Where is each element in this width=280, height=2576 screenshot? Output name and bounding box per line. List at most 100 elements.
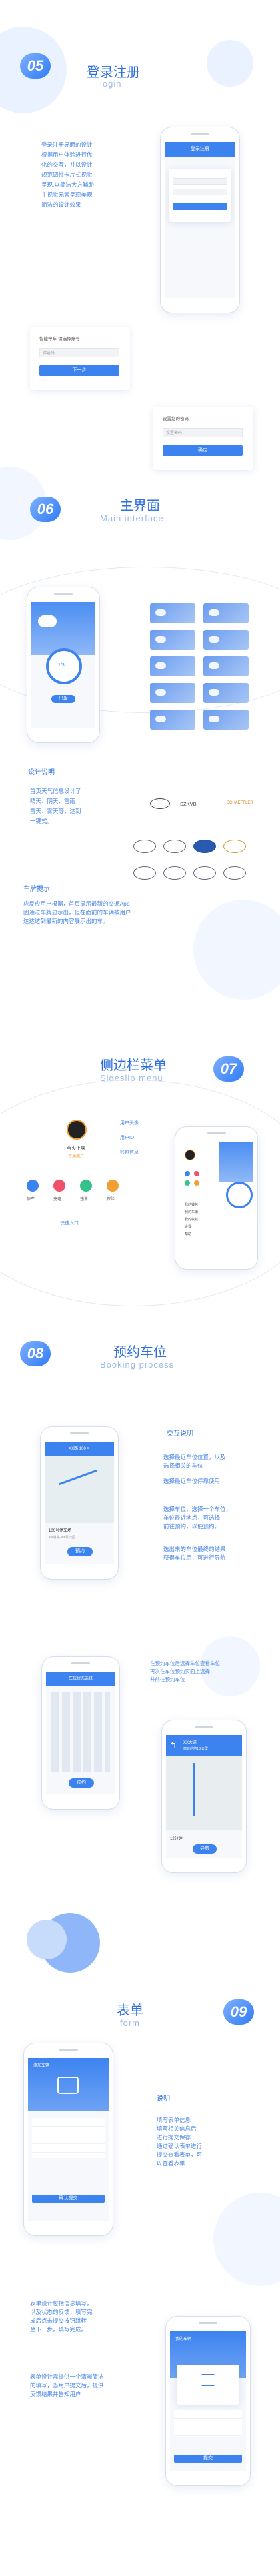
- card2-title: 设置您的密码: [163, 417, 189, 421]
- quick-icon: [80, 1180, 92, 1192]
- section-title-login: 登录注册: [87, 65, 140, 80]
- brand-logo: [223, 840, 246, 853]
- interact-bullet-2: 选择最近车位停靠使用: [163, 1478, 221, 1484]
- phone-booking-nav: ↰ XX大道 离目的地1.2公里 12分钟 导航: [161, 1720, 247, 1873]
- vehicle-icon: [201, 2374, 215, 2386]
- vehicle-submit-button[interactable]: 提交: [174, 2455, 242, 2463]
- code-input[interactable]: [173, 189, 227, 195]
- login-topbar: 登录注册: [165, 142, 235, 157]
- depart-button[interactable]: 出发: [51, 695, 75, 703]
- book-button[interactable]: 预约: [67, 1547, 93, 1556]
- weather-tile: [150, 683, 195, 703]
- section-title-form: 表单: [117, 2003, 143, 2018]
- cloud-icon: [38, 615, 57, 627]
- next-step-button[interactable]: 下一步: [39, 365, 119, 376]
- booking-note: 在预约车位后选择车位查看车位再次在车位预约页面上选择并前往预约车位: [150, 1660, 220, 1682]
- form-fields[interactable]: [32, 2118, 105, 2158]
- bg-blob: [193, 900, 280, 1000]
- interact-title: 交互说明: [167, 1430, 193, 1438]
- navigate-button[interactable]: 导航: [193, 1844, 217, 1854]
- side-icon: [185, 1171, 190, 1176]
- phone-side-menu: 我的钱包 我的车辆 我的收藏 设置 帮助: [175, 1126, 258, 1270]
- quick-icon: [27, 1180, 39, 1192]
- brand-logo: [223, 866, 246, 880]
- set-password-label: 设置密码: [166, 431, 183, 435]
- section-subtitle-main: Main interface: [100, 513, 164, 523]
- gauge-status: 1/3: [58, 663, 65, 668]
- verify-code-label: 验证码: [43, 351, 55, 355]
- login-next-button[interactable]: [173, 203, 227, 210]
- side-list-item[interactable]: 设置: [185, 1225, 192, 1229]
- brand-text: SZKVB: [180, 801, 197, 807]
- side-list-item[interactable]: 我的车辆: [185, 1210, 199, 1214]
- brand-logo: [133, 840, 156, 853]
- section-title-side: 侧边栏菜单: [100, 1058, 167, 1073]
- grid-topbar: 车位状态选择: [46, 1672, 115, 1686]
- side-avatar: [185, 1150, 195, 1160]
- hyundai-logo: [150, 798, 170, 809]
- phone-booking-grid: 车位状态选择 预约: [41, 1656, 120, 1810]
- decor-curve: [0, 567, 280, 713]
- phone-booking-map: XX路 100号 100号停车场 XX道路·XX号公园 预约: [40, 1426, 119, 1580]
- design-description: 首页天气信息设计了晴天、阴天、雷雨 雪天、雾天等，达到一键式。: [30, 788, 81, 824]
- phone-login: 登录注册: [160, 127, 240, 313]
- side-icon: [194, 1180, 199, 1186]
- gauge-ring: [46, 648, 82, 684]
- quick-icon: [107, 1180, 119, 1192]
- side-icon: [194, 1171, 199, 1176]
- phone-main: 1/3 出发: [27, 587, 100, 743]
- phone-input[interactable]: [173, 178, 227, 185]
- bg-blob: [207, 40, 253, 87]
- brand-logo: [193, 866, 216, 880]
- side-list-item[interactable]: 我的钱包: [185, 1203, 199, 1207]
- nav-time: 12分钟: [170, 1837, 183, 1841]
- section-subtitle-booking: Booking process: [100, 1360, 175, 1370]
- quick-label: 保险: [107, 1198, 115, 1202]
- grid-confirm-button[interactable]: 预约: [69, 1778, 94, 1788]
- card-title: 智能停车·请选择账号: [39, 337, 80, 341]
- user-subtitle: 普通用户: [68, 1155, 85, 1159]
- interact-bullet-1: 选择最近车位位置，以及选择相关的车位: [163, 1454, 226, 1469]
- nav-route: [193, 1763, 195, 1816]
- form-desc-title: 说明: [157, 2095, 170, 2103]
- side-list-item[interactable]: 我的收藏: [185, 1218, 199, 1222]
- side-list: 我的钱包 我的车辆 我的收藏 设置 帮助: [185, 1202, 198, 1238]
- form-left-description: 表单设计包括信息填写，以及状态的反馈，填写完 成后点击提交按钮跳转至下一步，填写…: [30, 2300, 93, 2333]
- parking-grid[interactable]: [51, 1692, 110, 1772]
- booking-address: 100号停车场: [49, 1529, 72, 1533]
- nav-header: ↰ XX大道 离目的地1.2公里: [166, 1735, 242, 1756]
- quick-label: 充电: [53, 1198, 62, 1202]
- side-list-item[interactable]: 帮助: [185, 1232, 192, 1236]
- booking-search-bar[interactable]: XX路 100号: [45, 1442, 114, 1456]
- form-submit-button[interactable]: 确认提交: [32, 2195, 105, 2203]
- verify-code-field[interactable]: 验证码: [39, 348, 119, 357]
- confirm-password-button[interactable]: 确定: [163, 445, 243, 456]
- side-icon: [185, 1180, 190, 1186]
- map-view: [45, 1456, 114, 1523]
- brand-logo: [163, 866, 186, 880]
- vehicle-card: [177, 2365, 239, 2405]
- weather-tile: [150, 656, 195, 676]
- phone-form-add: 添加车辆 确认提交: [23, 2043, 113, 2236]
- form-left-description-2: 表单设计需提供一个清晰简洁的填写，当用户提交后，提供反馈结果并告知用户: [30, 2373, 104, 2397]
- brand-logo: [163, 840, 186, 853]
- avatar: [67, 1120, 87, 1140]
- quick-label: 停车: [27, 1198, 35, 1202]
- side-weather: [219, 1142, 253, 1182]
- brand-logo: [193, 840, 216, 853]
- section-subtitle-login: login: [100, 79, 122, 89]
- brand-text: SCHAEFFLER: [227, 801, 253, 805]
- menu-annotation-wallet: 钱包信息: [120, 1150, 139, 1155]
- weather-header: [31, 602, 95, 655]
- form-header-title: 添加车辆: [33, 2064, 50, 2068]
- nav-map: [166, 1756, 242, 1830]
- vehicle-fields[interactable]: [174, 2410, 242, 2437]
- bg-blob: [200, 1636, 260, 1696]
- menu-annotation-avatar: 用户头像: [120, 1121, 139, 1126]
- booking-map-info: XX道路·XX号公园: [49, 1536, 76, 1540]
- weather-tile: [150, 710, 195, 730]
- turn-left-icon: ↰: [170, 1740, 177, 1750]
- weather-tile: [203, 683, 249, 703]
- weather-tile: [203, 603, 249, 623]
- set-password-field[interactable]: 设置密码: [163, 428, 243, 437]
